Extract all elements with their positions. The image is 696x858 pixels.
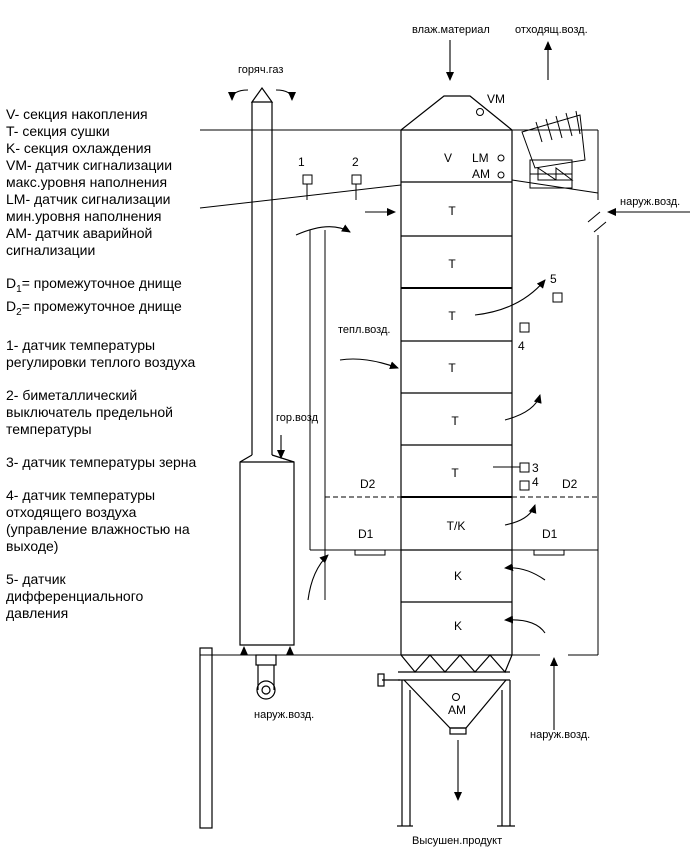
legend-s5: 5- датчик дифференциального давления	[6, 570, 144, 621]
am-top-sensor-icon	[497, 171, 505, 179]
exhaust-fan	[521, 110, 586, 189]
d2-right-label: D2	[562, 477, 578, 491]
am-bottom-label: AM	[448, 703, 466, 717]
air-ducts	[199, 129, 607, 656]
sensor-1-label: 1	[298, 155, 305, 169]
section-k1: K	[454, 569, 462, 583]
dryer-tower	[400, 95, 513, 656]
section-v: V	[444, 151, 452, 165]
sensor-4b-icon	[519, 480, 530, 491]
burner-column	[199, 86, 295, 829]
section-t4: T	[448, 361, 456, 375]
sensor-4-label: 4	[518, 339, 525, 353]
vm-label: VM	[487, 92, 505, 106]
d1-right-label: D1	[542, 527, 558, 541]
hot-gas-label: горяч.газ	[238, 64, 283, 76]
warm-air-label: тепл.возд.	[338, 324, 390, 336]
sensor-3-label: 3	[532, 461, 539, 475]
flow-arrows	[228, 40, 690, 801]
legend-v: V- секция накопления	[6, 106, 148, 122]
outside-air-bottom-left-label: наруж.возд.	[254, 709, 314, 721]
legend-s4: 4- датчик температуры отходящего воздуха…	[6, 486, 190, 554]
legend: V- секция накопления T- секция сушки K- …	[6, 106, 206, 622]
legend-s3: 3- датчик температуры зерна	[6, 453, 197, 470]
sensor-5-label: 5	[550, 272, 557, 286]
dried-product-label: Высушен.продукт	[412, 835, 502, 847]
discharge-hopper	[377, 654, 515, 827]
legend-s1: 1- датчик температуры регулировки теплог…	[6, 336, 196, 370]
sensor-4b-label: 4	[532, 475, 539, 489]
sensor-5-icon	[552, 292, 563, 303]
wet-material-label: влаж.материал	[412, 24, 490, 36]
legend-lm: LM- датчик сигнализации мин.уровня напол…	[6, 191, 171, 224]
legend-t: T- секция сушки	[6, 123, 110, 139]
d1-left-label: D1	[358, 527, 374, 541]
section-k2: K	[454, 619, 462, 633]
legend-d2: D2= промежуточное днище	[6, 297, 182, 318]
lm-label: LM	[472, 151, 489, 165]
section-t3: T	[448, 309, 456, 323]
section-t5: T	[451, 414, 459, 428]
d2-left-label: D2	[360, 477, 376, 491]
legend-s2: 2- биметаллический выключатель предельно…	[6, 386, 173, 437]
sensor-4-icon	[519, 322, 530, 333]
section-tk: T/K	[447, 519, 466, 533]
vm-sensor-icon	[476, 108, 484, 116]
legend-vm: VM- датчик сигнализации макс.уровня напо…	[6, 157, 173, 190]
am-bottom-sensor-icon	[452, 693, 460, 701]
hot-air-label: гор.возд	[276, 412, 319, 424]
legend-k: K- секция охлаждения	[6, 140, 152, 156]
legend-am: AM- датчик аварийной сигнализации	[6, 225, 153, 258]
sensor-2-label: 2	[352, 155, 359, 169]
lm-sensor-icon	[497, 154, 505, 162]
outside-air-bottom-right-label: наруж.возд.	[530, 729, 590, 741]
legend-d1: D1= промежуточное днище	[6, 275, 182, 295]
outside-air-right-label: наруж.возд.	[620, 196, 680, 208]
sensors	[302, 108, 563, 701]
section-t1: T	[448, 204, 456, 218]
am-top-label: AM	[472, 167, 490, 181]
exhaust-air-label: отходящ.возд.	[515, 24, 588, 36]
section-t6: T	[451, 466, 459, 480]
section-t2: T	[448, 257, 456, 271]
